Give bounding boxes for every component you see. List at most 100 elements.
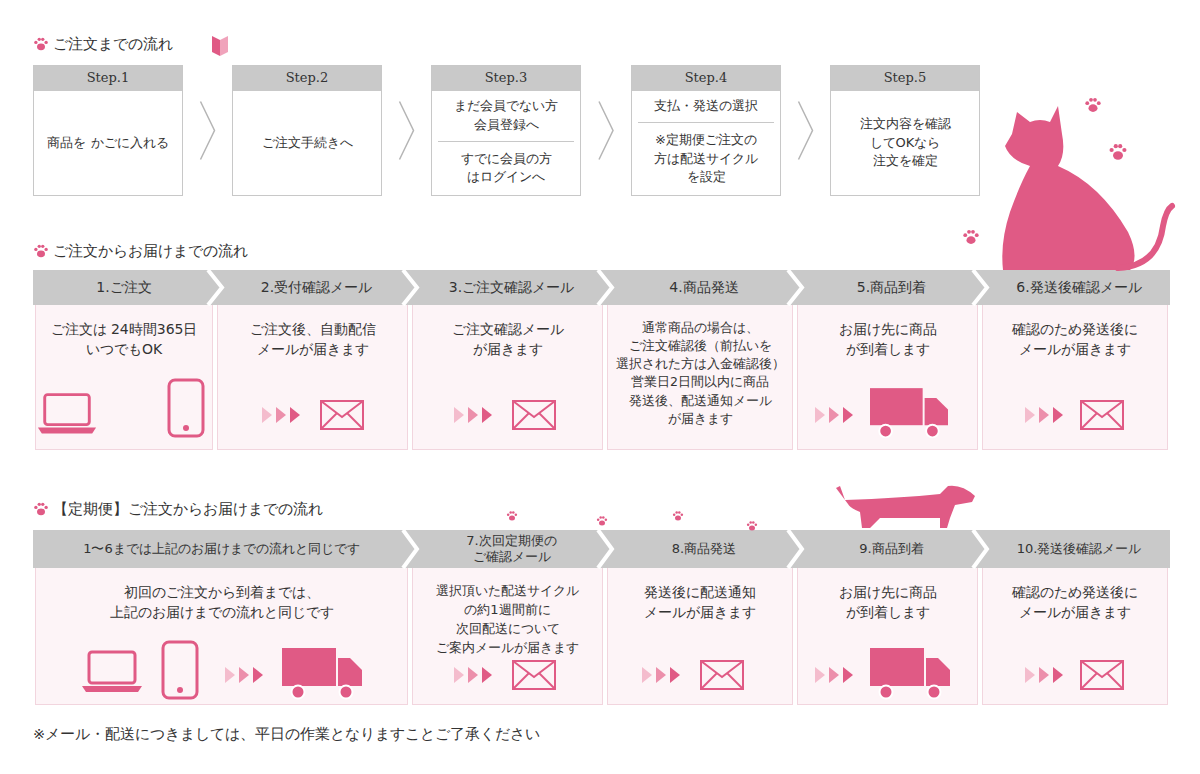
flow-header: 2.受付確認メール [215, 270, 410, 305]
beginner-mark-right [220, 36, 228, 56]
section-heading: 【定期便】ご注文からお届けまでの流れ [53, 500, 323, 519]
flow-header: 1.ご注文 [33, 270, 215, 305]
section-heading: ご注文までの流れ [53, 35, 173, 54]
step-number: Step.1 [87, 69, 130, 88]
flow-step-title: 8.商品発送 [672, 541, 736, 557]
box-text: 確認のため発送後に メールが届きます [989, 319, 1161, 360]
flow-step-title: 1〜6までは上記のお届けまでの流れと同じです [83, 541, 360, 557]
box-body: ご注文後、自動配信 メールが届きます [217, 305, 408, 450]
step-header: Step.1 [34, 66, 182, 91]
box-text: 通常商品の場合は、 ご注文確認後（前払いを 選択された方は入金確認後） 営業日2… [614, 319, 786, 428]
box-text: ご注文は 24時間365日 いつでもOK [42, 319, 206, 360]
paw-icon [597, 516, 607, 525]
step-number: Step.4 [685, 69, 728, 88]
flow-header: 7.次回定期便の ご確認メール [410, 530, 605, 568]
flow-header: 6.発送後確認メール [980, 270, 1170, 305]
phone-icon [169, 380, 203, 436]
label-text: 【定期便】ご注文からお届けまでの流れ [53, 500, 323, 518]
arrow-triangles [642, 667, 680, 683]
laptop-icon [38, 395, 96, 434]
step-box: Step.1 商品を かごに入れる [33, 65, 183, 196]
arrow-triangles [454, 407, 492, 423]
box-text: 商品を かごに入れる [40, 134, 176, 153]
beginner-mark [212, 36, 228, 56]
step-number: Step.3 [485, 69, 528, 88]
box-text: 初回のご注文から到着までは、 上記のお届けまでの流れと同じです [42, 582, 401, 623]
step-header: Step.2 [233, 66, 381, 91]
flow-step-title: 9.商品到着 [859, 541, 923, 557]
box-text: まだ会員でない方 会員登録へ [438, 91, 574, 141]
step-header: Step.4 [632, 66, 780, 91]
cat-silhouette [1002, 106, 1134, 270]
truck-icon [282, 648, 362, 699]
box-text: 確認のため発送後に メールが届きます [989, 582, 1161, 623]
flow-step-title: 5.商品到着 [857, 277, 926, 297]
flow-step-title: 1.ご注文 [96, 277, 151, 297]
box-body: 注文内容を確認 してOKなら 注文を確定 [831, 91, 979, 195]
arrow-triangles [1025, 667, 1063, 683]
arrow-triangles [454, 667, 492, 683]
flow-header: 3.ご注文確認メール [410, 270, 605, 305]
section-paw-icons [34, 38, 48, 515]
flow-header: 1〜6までは上記のお届けまでの流れと同じです [33, 530, 410, 568]
box-text: ※定期便ご注文の 方は配送サイクル を設定 [638, 122, 774, 195]
header-chevrons [208, 270, 987, 568]
mail-icon [1081, 401, 1123, 429]
flow-step-box: 7.次回定期便の ご確認メール選択頂いた配送サイクル の約1週間前に 次回配送に… [410, 530, 605, 705]
label-text: ご注文までの流れ [53, 35, 173, 53]
mail-icon [513, 401, 555, 429]
flow-step-box: 2.受付確認メールご注文後、自動配信 メールが届きます [215, 270, 410, 450]
box-text: 選択頂いた配送サイクル の約1週間前に 次回配送について ご案内メールが届きます [419, 582, 596, 657]
box-text: すでに会員の方 はログインへ [438, 141, 574, 195]
truck-icon [870, 388, 948, 437]
box-body: ご注文確認メール が届きます [412, 305, 603, 450]
step-box: Step.2 ご注文手続きへ [232, 65, 382, 196]
box-body: 商品を かごに入れる [34, 91, 182, 195]
box-text: お届け先に商品 が到着します [804, 582, 971, 623]
flow-step-title: 10.発送後確認メール [1017, 541, 1142, 557]
chevron-connector [400, 102, 414, 160]
flow-step-box: 1.ご注文ご注文は 24時間365日 いつでもOK [33, 270, 215, 450]
box-text: 発送後に配送通知 メールが届きます [614, 582, 786, 623]
beginner-mark-left [212, 36, 220, 56]
step-box: Step.3 まだ会員でない方 会員登録へすでに会員の方 はログインへ [431, 65, 581, 196]
box-body: 通常商品の場合は、 ご注文確認後（前払いを 選択された方は入金確認後） 営業日2… [607, 305, 793, 450]
flow-header: 4.商品発送 [605, 270, 795, 305]
arrow-triangles [262, 407, 300, 423]
step-box: Step.5 注文内容を確認 してOKなら 注文を確定 [830, 65, 980, 196]
step-header: Step.5 [831, 66, 979, 91]
flow-step-title: 7.次回定期便の ご確認メール [426, 533, 597, 564]
box-body: 確認のため発送後に メールが届きます [982, 305, 1168, 450]
dog-silhouette [836, 486, 975, 528]
flow-step-title: 3.ご注文確認メール [449, 277, 574, 297]
step-box: Step.4 支払・発送の選択※定期便ご注文の 方は配送サイクル を設定 [631, 65, 781, 196]
flow-header: 5.商品到着 [795, 270, 980, 305]
flow-step-box: 6.発送後確認メール確認のため発送後に メールが届きます [980, 270, 1170, 450]
cat-illustration [963, 98, 1172, 270]
box-body: ご注文手続きへ [233, 91, 381, 195]
section-heading: ご注文からお届けまでの流れ [53, 242, 248, 261]
paw-icon [1085, 98, 1100, 112]
flow-step-title: 4.商品発送 [669, 277, 738, 297]
truck-icon [870, 648, 950, 699]
paw-icon [1110, 144, 1127, 160]
step-number: Step.5 [884, 69, 927, 88]
box-body: 支払・発送の選択※定期便ご注文の 方は配送サイクル を設定 [632, 91, 780, 195]
footnote: ※メール・配送につきましては、平日の作業となりますことご了承ください [33, 725, 540, 744]
paw-icon [34, 245, 48, 257]
paw-icon [673, 511, 683, 520]
step-number: Step.2 [286, 69, 329, 88]
box-text: 支払・発送の選択 [638, 91, 774, 122]
step-header: Step.3 [432, 66, 580, 91]
chevron-connector [599, 102, 613, 160]
arrow-triangles [815, 407, 853, 423]
flow-step-box: 3.ご注文確認メールご注文確認メール が届きます [410, 270, 605, 450]
arrow-triangles [1025, 407, 1063, 423]
mail-icon [513, 661, 555, 689]
cat-tail [1118, 206, 1172, 268]
flow-step-title: 6.発送後確認メール [1016, 277, 1141, 297]
paw-icon [507, 511, 517, 520]
phone-icon [163, 642, 197, 698]
label-text: ※メール・配送につきましては、平日の作業となりますことご了承ください [33, 726, 540, 742]
